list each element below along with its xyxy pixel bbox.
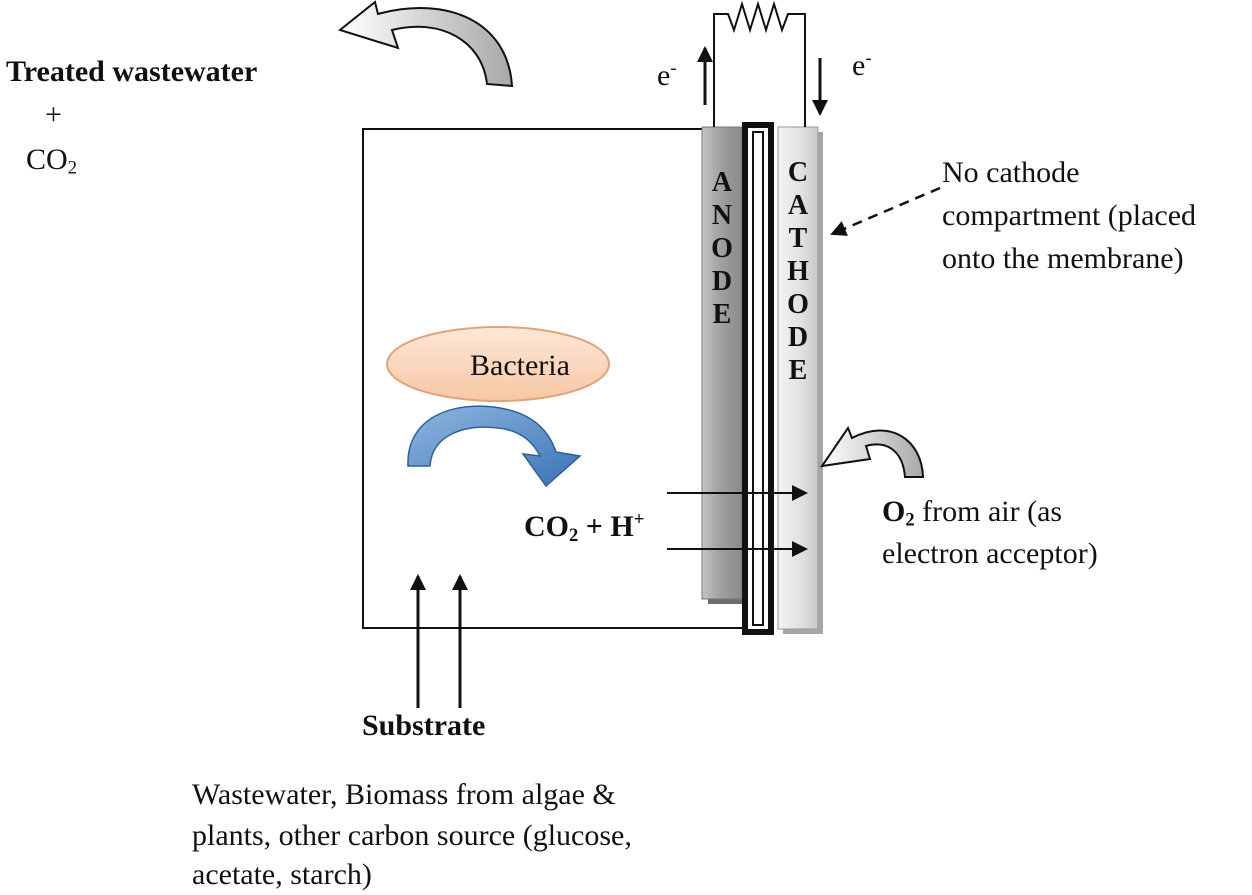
- cathode-note-line3: onto the membrane): [942, 242, 1184, 275]
- anode-label: A N O D E: [710, 166, 734, 331]
- substrate-desc-line1: Wastewater, Biomass from algae &: [192, 778, 616, 811]
- outflow-curved-arrow: [337, 0, 514, 88]
- cathode-letter: H: [787, 256, 809, 287]
- metabolism-blue-arrow: [407, 405, 582, 488]
- cathode-letter: O: [787, 289, 809, 320]
- substrate-desc-line2: plants, other carbon source (glucose,: [192, 819, 632, 852]
- anode-letter: E: [712, 299, 732, 330]
- cathode-note-line1: No cathode: [942, 156, 1080, 189]
- anode-letter: A: [711, 167, 733, 198]
- cathode-note-line2: compartment (placed: [942, 199, 1197, 232]
- substrate-desc-line3: acetate, starch): [192, 858, 372, 891]
- cathode-letter: D: [787, 322, 809, 353]
- oxygen-curved-arrow: [819, 425, 925, 478]
- products-label: CO2 + H+: [524, 509, 645, 546]
- oxygen-label-line2: electron acceptor): [882, 537, 1098, 570]
- cathode-note-dashed-arrow: [830, 186, 941, 236]
- cathode-letter: C: [787, 157, 809, 188]
- cathode-letter: E: [788, 355, 808, 386]
- cathode-letter: A: [787, 190, 809, 221]
- treated-co2-label: CO2: [26, 143, 77, 179]
- bacteria-ellipse: [386, 326, 610, 402]
- cathode-label: C A T H O D E: [785, 156, 811, 387]
- oxygen-label-line1: O2 from air (as: [882, 495, 1063, 531]
- anode-letter: O: [711, 233, 733, 264]
- external-circuit: [713, 0, 806, 127]
- electron-left-label: e-: [657, 58, 677, 93]
- treated-wastewater-label: Treated wastewater: [6, 55, 258, 88]
- electron-right-label: e-: [852, 48, 872, 83]
- anode-electrode: [701, 126, 743, 600]
- anode-letter: N: [711, 200, 733, 231]
- treated-plus-sign: +: [45, 98, 62, 131]
- bacteria-label: Bacteria: [470, 349, 570, 382]
- anode-letter: D: [711, 266, 733, 297]
- substrate-label: Substrate: [362, 709, 486, 742]
- cathode-letter: T: [788, 223, 808, 254]
